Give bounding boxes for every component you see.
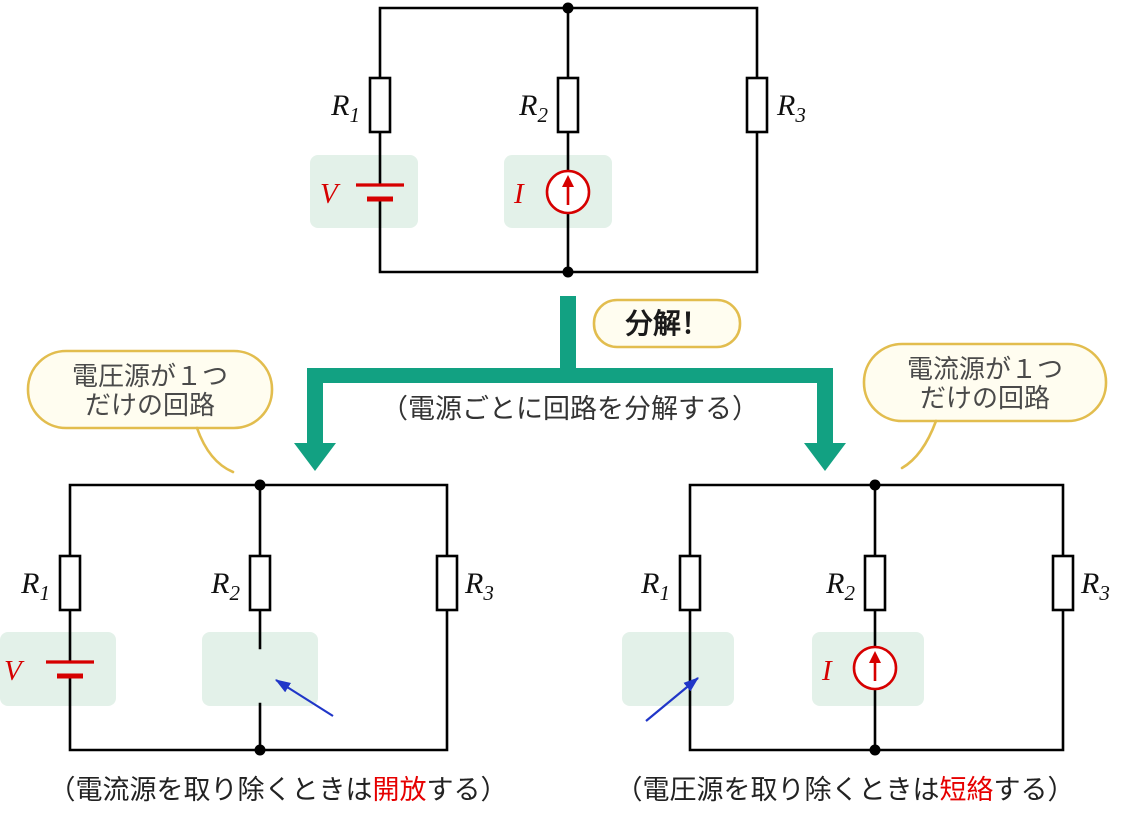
original-circuit: R1 R2 R3 V I bbox=[310, 2, 806, 278]
circuit-wires bbox=[688, 483, 1065, 752]
node-dot-top bbox=[254, 479, 266, 491]
voltage-source-symbol bbox=[46, 660, 94, 679]
resistor-r2 bbox=[863, 554, 887, 612]
node-dot-bottom bbox=[869, 744, 881, 756]
current-only-caption: （電圧源を取り除くときは短絡する） bbox=[616, 775, 1075, 805]
label-r2: R2 bbox=[210, 567, 240, 605]
label-r3: R3 bbox=[776, 89, 806, 127]
label-current: I bbox=[513, 178, 525, 210]
voltage-source-symbol bbox=[356, 183, 404, 202]
node-dot-top bbox=[869, 479, 881, 491]
open-pointer-arrow bbox=[275, 679, 334, 717]
resistor-r3 bbox=[745, 76, 769, 134]
voltage-only-bubble-line1: 電圧源が１つ bbox=[72, 361, 228, 391]
resistor-r1 bbox=[368, 76, 392, 134]
short-circuit-highlight bbox=[622, 632, 734, 706]
node-dot-bottom bbox=[254, 744, 266, 756]
current-only-bubble: 電流源が１つ だけの回路 bbox=[862, 342, 1108, 470]
resistor-r2 bbox=[248, 554, 272, 612]
label-r1: R1 bbox=[640, 567, 670, 605]
label-r2: R2 bbox=[825, 567, 855, 605]
resistor-r3 bbox=[435, 554, 459, 612]
label-voltage: V bbox=[4, 655, 25, 687]
decompose-arrow bbox=[294, 296, 846, 471]
current-source-symbol bbox=[545, 169, 591, 215]
voltage-only-circuit: R1 R2 R3 V bbox=[0, 479, 494, 756]
resistor-r3 bbox=[1051, 554, 1075, 612]
decompose-note: （電源ごとに回路を分解する） bbox=[381, 394, 759, 424]
bubble-tail-right bbox=[900, 419, 938, 470]
label-voltage: V bbox=[320, 178, 341, 210]
label-r2: R2 bbox=[518, 89, 548, 127]
voltage-source-highlight bbox=[310, 155, 418, 228]
short-pointer-arrow bbox=[645, 677, 699, 722]
label-r1: R1 bbox=[20, 567, 50, 605]
decompose-bubble: 分解！ bbox=[592, 298, 742, 349]
arrowhead-left bbox=[294, 443, 336, 471]
node-dot-bottom bbox=[562, 266, 574, 278]
voltage-only-bubble: 電圧源が１つ だけの回路 bbox=[26, 349, 274, 474]
voltage-only-caption: （電流源を取り除くときは開放する） bbox=[49, 775, 508, 805]
voltage-only-bubble-line2: だけの回路 bbox=[85, 390, 215, 420]
circuit-wires bbox=[378, 6, 759, 274]
label-current: I bbox=[821, 655, 833, 687]
current-source-symbol bbox=[852, 645, 898, 691]
current-only-bubble-line1: 電流源が１つ bbox=[907, 354, 1063, 384]
voltage-source-highlight bbox=[0, 632, 116, 706]
label-r3: R3 bbox=[464, 567, 494, 605]
resistor-r2 bbox=[556, 76, 580, 134]
current-only-circuit: R1 R2 R3 I bbox=[622, 479, 1110, 756]
bubble-tail-left bbox=[195, 426, 235, 474]
decompose-label: 分解！ bbox=[625, 308, 709, 339]
node-dot-top bbox=[562, 2, 574, 14]
arrowhead-right bbox=[804, 443, 846, 471]
resistor-r1 bbox=[58, 554, 82, 612]
label-r1: R1 bbox=[330, 89, 360, 127]
resistor-r1 bbox=[678, 554, 702, 612]
label-r3: R3 bbox=[1080, 567, 1110, 605]
circuit-wires bbox=[68, 483, 449, 752]
current-only-bubble-line2: だけの回路 bbox=[920, 383, 1050, 413]
